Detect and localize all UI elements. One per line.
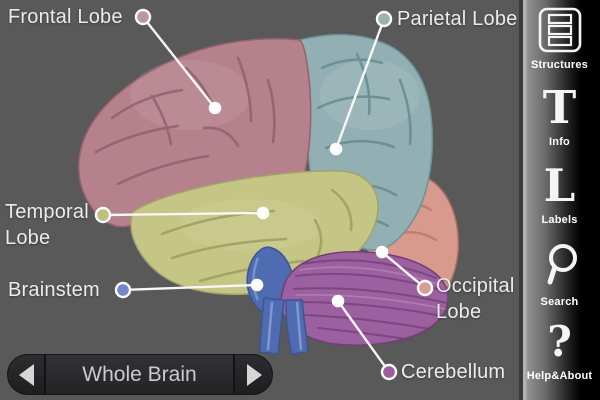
frontal-anchor-dot (208, 101, 222, 115)
temporal-anchor-dot (256, 206, 270, 220)
structures-list-icon (519, 6, 600, 54)
brain-model[interactable] (0, 0, 519, 400)
frontal-lobe-leader-line (142, 16, 216, 109)
anchor-dots (208, 101, 389, 308)
parietal-lobe-marker (375, 10, 393, 28)
sidebar-item-info[interactable]: T Info (519, 81, 600, 149)
sidebar-item-search[interactable]: Search (519, 241, 600, 308)
sidebar-item-structures[interactable]: Structures (519, 6, 600, 71)
structure-selector: Whole Brain (7, 354, 273, 395)
brainstem-leader-line (122, 283, 258, 292)
temporal-lobe-leader-line (102, 211, 264, 217)
current-structure-value: Whole Brain (44, 355, 235, 394)
info-text-icon: T (542, 81, 577, 134)
brainstem-anchor-dot (250, 278, 264, 292)
brainstem-columns[interactable] (259, 297, 309, 355)
parietal-anchor-dot (329, 142, 343, 156)
toolbar-sidebar: Structures T Info L Labels Search ? Help… (519, 0, 600, 400)
sidebar-label-help: Help&About (526, 370, 593, 382)
sidebar-label-structures: Structures (530, 59, 589, 71)
sidebar-label-search: Search (540, 296, 579, 308)
label-markers (94, 8, 434, 381)
occipital-anchor-dot (375, 245, 389, 259)
frontal-lobe-label: Frontal Lobe (8, 6, 123, 28)
sidebar-item-labels[interactable]: L Labels (519, 159, 600, 227)
sidebar-label-labels: Labels (541, 214, 578, 226)
structure-name-text: Whole Brain (82, 362, 197, 386)
brain-3d-stage[interactable]: Frontal Lobe Parietal Lobe Temporal Lobe… (0, 0, 519, 400)
right-arrow-icon (246, 363, 262, 386)
cerebellum-leader-line (337, 300, 390, 373)
previous-structure-button[interactable] (8, 355, 44, 394)
leader-lines (102, 16, 426, 373)
occipital-lobe-label: Occipital Lobe (436, 275, 515, 323)
parietal-lobe-leader-line (334, 18, 386, 150)
left-arrow-icon (18, 363, 34, 386)
search-icon (519, 241, 600, 291)
cerebellum-anchor-dot (331, 294, 345, 308)
frontal-lobe-marker (134, 8, 152, 26)
brainstem-marker (114, 281, 132, 299)
cerebellum-marker (380, 363, 398, 381)
sidebar-label-info: Info (549, 136, 570, 148)
labels-text-icon: L (543, 159, 576, 212)
occipital-lobe-marker (416, 279, 434, 297)
next-structure-button[interactable] (236, 355, 272, 394)
sidebar-item-help[interactable]: ? Help&About (519, 317, 600, 383)
cerebellum-label: Cerebellum (401, 361, 506, 383)
brainstem-label: Brainstem (8, 279, 100, 301)
help-question-icon: ? (547, 317, 572, 366)
temporal-lobe-marker (94, 206, 112, 224)
temporal-lobe-label: Temporal Lobe (5, 201, 89, 249)
parietal-lobe-label: Parietal Lobe (397, 8, 518, 30)
occipital-lobe-leader-line (381, 251, 426, 289)
